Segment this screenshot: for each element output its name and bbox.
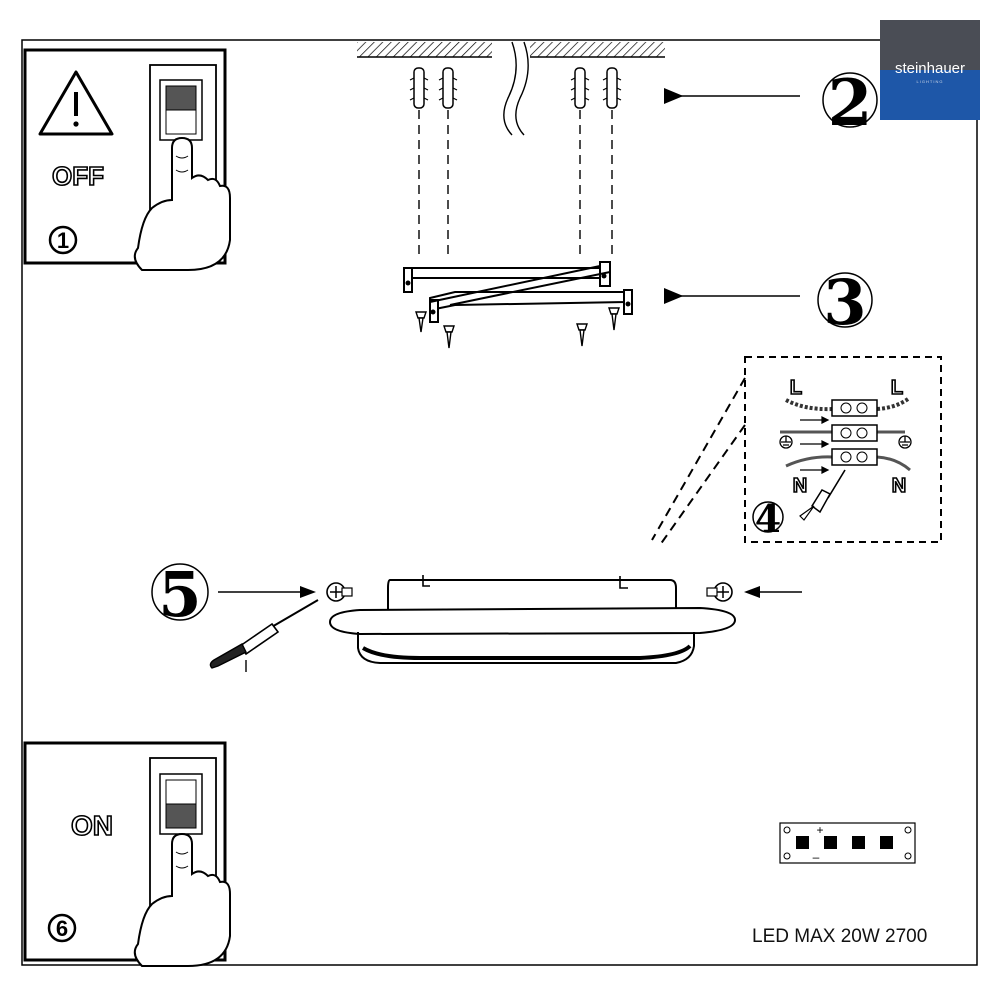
live-wire xyxy=(785,398,833,412)
step-2-number: 2 xyxy=(828,66,873,141)
neutral-wire-label-right: N xyxy=(892,475,906,497)
earth-symbol-icon xyxy=(898,435,912,449)
alignment-lines xyxy=(418,110,613,255)
brand-name: steinhauer xyxy=(894,60,966,77)
led-minus-label: – xyxy=(813,850,820,864)
step-1-number: 1 xyxy=(57,228,69,253)
screwdriver-icon xyxy=(209,599,319,672)
step-6-number: 6 xyxy=(56,916,68,941)
step-2-badge xyxy=(822,72,878,128)
earth-symbol-icon xyxy=(779,435,793,449)
insert-arrows xyxy=(800,416,830,474)
spec-label: LED MAX 20W 2700 xyxy=(752,926,928,947)
step-6-badge xyxy=(47,913,77,943)
live-wire xyxy=(876,397,910,411)
warning-icon xyxy=(38,70,114,136)
ceiling-left-hatch xyxy=(357,42,492,57)
wall-plugs xyxy=(409,67,622,109)
step-5-arrow-right xyxy=(744,586,760,598)
step-5-number: 5 xyxy=(158,558,201,631)
led-connector: + – xyxy=(779,822,916,864)
luminaire-diffuser xyxy=(357,632,695,664)
step-5-arrow-left xyxy=(300,586,316,598)
outer-frame xyxy=(21,39,978,966)
led-chip xyxy=(880,836,893,849)
neutral-wire-label-left: N xyxy=(793,475,807,497)
fixing-screw-left xyxy=(326,582,353,602)
led-plus-label: + xyxy=(816,823,823,837)
led-chip xyxy=(796,836,809,849)
bracket-screws xyxy=(415,307,620,349)
brand-logo: steinhauer LIGHTING xyxy=(880,20,980,120)
step-1-badge xyxy=(48,225,78,255)
luminaire-base xyxy=(387,579,677,613)
mains-cable xyxy=(503,41,529,136)
cross-bracket xyxy=(403,261,633,323)
step-3-number: 3 xyxy=(823,266,866,339)
led-chip xyxy=(852,836,865,849)
wall-plug-icon xyxy=(570,67,590,109)
luminaire-plate xyxy=(328,606,737,636)
off-label: OFF xyxy=(52,161,104,191)
fixing-screw-right xyxy=(706,582,733,602)
luminaire xyxy=(328,575,737,664)
wall-plug-icon xyxy=(409,67,429,109)
step-6-panel: ON 6 xyxy=(23,741,231,967)
screw-icon xyxy=(608,307,620,331)
terminal-block xyxy=(831,399,878,466)
live-wire-label-right: L xyxy=(891,377,903,399)
ceiling-right-hatch xyxy=(530,42,665,57)
step-4-badge xyxy=(752,501,784,533)
screw-icon xyxy=(576,323,588,347)
screw-icon xyxy=(443,325,455,349)
step-2-ceiling xyxy=(357,41,665,136)
wall-plug-icon xyxy=(438,67,458,109)
step-4-number: 4 xyxy=(755,496,781,541)
led-chip xyxy=(824,836,837,849)
wiring-detail-box: L L N N 4 xyxy=(651,356,942,546)
neutral-wire xyxy=(785,455,911,472)
screw-icon xyxy=(415,311,427,333)
on-label: ON xyxy=(71,810,113,841)
screwdriver-icon xyxy=(799,469,846,521)
step-5-badge xyxy=(151,563,209,621)
brand-tagline: LIGHTING xyxy=(916,79,944,84)
step-3-badge xyxy=(817,272,873,328)
live-wire-label-left: L xyxy=(790,377,802,399)
step-1-panel: OFF 1 xyxy=(23,48,231,271)
wall-plug-icon xyxy=(602,67,622,109)
